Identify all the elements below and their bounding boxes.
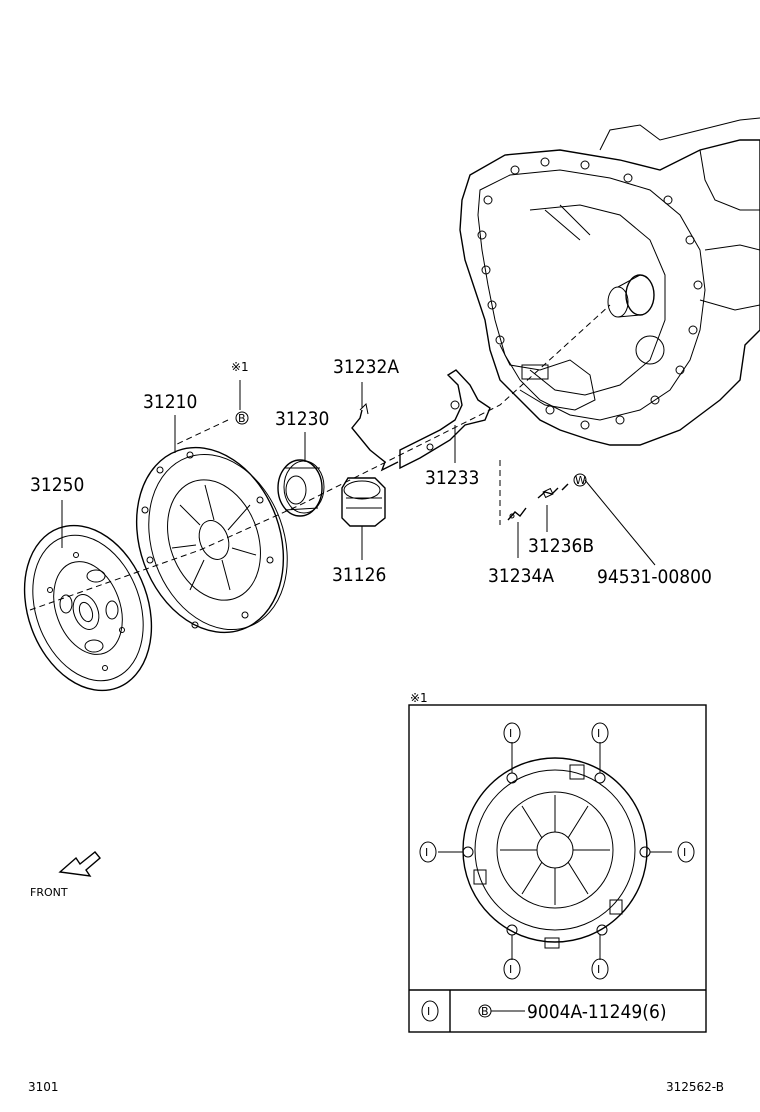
part-label-31210: 31210: [143, 391, 197, 413]
legend-i-letter: I: [427, 1005, 430, 1018]
legend-b-letter: B: [481, 1005, 489, 1018]
part-label-31250: 31250: [30, 474, 84, 496]
callout-i-5: I: [509, 963, 512, 976]
footer-right-code: 312562-B: [666, 1080, 724, 1094]
part-label-31126: 31126: [332, 564, 386, 586]
leader-lines: [61, 380, 656, 566]
front-arrow-icon: [58, 851, 101, 877]
clutch-cover-31210-drawing: [135, 446, 288, 634]
part-label-31232A: 31232A: [333, 356, 399, 378]
detail-box: [408, 704, 707, 1033]
clip-31232A-drawing: [351, 402, 399, 472]
detail-callouts: [419, 722, 695, 980]
release-bearing-31230-drawing: [277, 459, 325, 517]
callout-i-3: I: [425, 846, 428, 859]
legend-i-marker: [421, 1000, 439, 1022]
callout-i-1: I: [509, 727, 512, 740]
small-fasteners-drawing: [507, 483, 569, 521]
callout-i-2: I: [597, 727, 600, 740]
footer-left-code: 3101: [28, 1080, 59, 1094]
callout-i-6: I: [597, 963, 600, 976]
note-mark-top: ※1: [231, 360, 249, 374]
part-label-31230: 31230: [275, 408, 329, 430]
circle-w-letter: W: [575, 474, 586, 487]
release-fork-31233-drawing: [399, 369, 491, 470]
clutch-disc-31250-drawing: [23, 524, 153, 692]
part-label-31233: 31233: [425, 467, 479, 489]
legend-part-number: 9004A-11249(6): [527, 1001, 667, 1023]
callout-i-4: I: [683, 846, 686, 859]
detail-mark: ※1: [410, 691, 428, 705]
circle-b-letter: B: [238, 412, 246, 425]
transmission-housing-drawing: [459, 117, 760, 446]
circle-w-marker: [573, 473, 587, 487]
part-label-31234A: 31234A: [488, 565, 554, 587]
circle-b-marker: [235, 411, 249, 425]
part-label-31236B: 31236B: [528, 535, 594, 557]
front-label: FRONT: [30, 886, 68, 899]
detail-clutch-cover-drawing: [462, 757, 651, 949]
sleeve-31126-drawing: [341, 477, 386, 527]
assembly-axis-line: [29, 304, 611, 611]
part-label-94531-00800: 94531-00800: [597, 566, 712, 588]
